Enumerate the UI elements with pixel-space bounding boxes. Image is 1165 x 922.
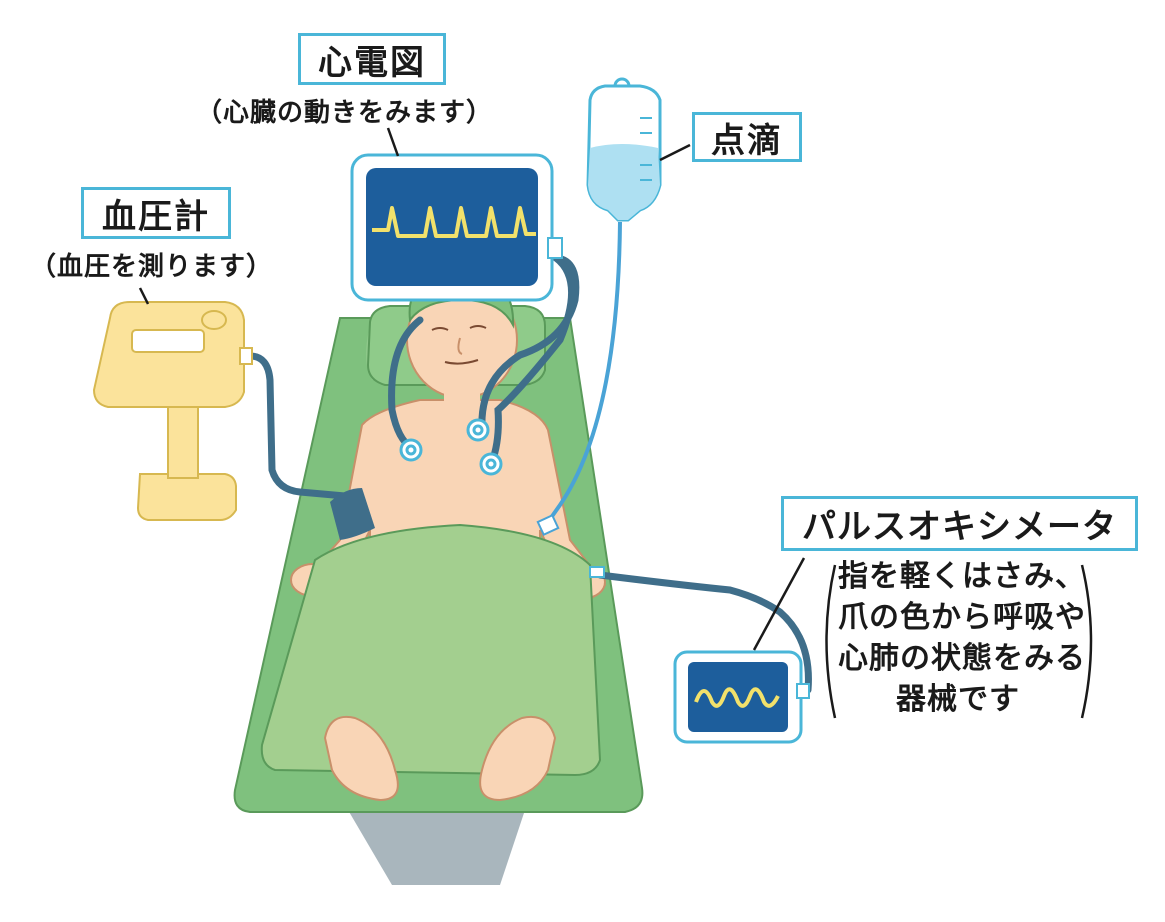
- patient-feet: [323, 716, 557, 802]
- pulse-ox-label: パルスオキシメータ: [781, 496, 1138, 551]
- ecg-monitor: [350, 153, 563, 302]
- pulse-ox-desc-line: 爪の色から呼吸や: [838, 600, 1086, 635]
- bp-label: 血圧計: [81, 187, 231, 239]
- bp-cable: [246, 352, 349, 500]
- iv-line: [546, 221, 622, 524]
- pulse-ox-description: 指を軽くはさみ、 爪の色から呼吸や 心肺の状態をみる 器械です: [838, 556, 1086, 720]
- pulse-ox-desc-line: 心肺の状態をみる: [838, 641, 1086, 676]
- bp-sublabel: （血圧を測ります）: [30, 252, 274, 282]
- iv-tape: [536, 513, 560, 537]
- ecg-sublabel: （心臓の動きをみます）: [196, 98, 494, 128]
- leader-lines: [138, 127, 1093, 719]
- ecg-cables: [388, 254, 580, 466]
- bp-device: [92, 301, 253, 521]
- finger-clip: [589, 566, 605, 578]
- blanket: [260, 523, 602, 777]
- ecg-label: 心電図: [298, 33, 446, 85]
- iv-label: 点滴: [692, 112, 802, 162]
- pulse-ox-cable: [596, 571, 812, 694]
- ecg-electrodes: [399, 418, 503, 476]
- bp-cuff: [330, 488, 375, 540]
- pulse-waveform: [694, 687, 780, 708]
- pulse-ox-desc-line: 指を軽くはさみ、: [838, 559, 1086, 594]
- bed-stand: [348, 810, 525, 885]
- pulse-ox-desc-line: 器械です: [896, 682, 1020, 717]
- ecg-waveform: [372, 206, 536, 238]
- iv-bag: [586, 77, 662, 222]
- pulse-ox-device: [673, 650, 810, 744]
